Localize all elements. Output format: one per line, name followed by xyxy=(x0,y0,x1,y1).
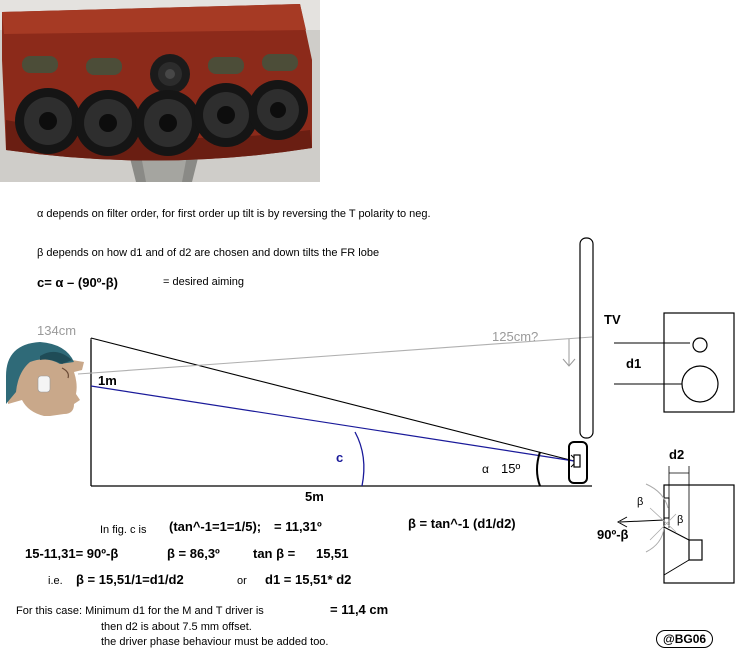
line-1m xyxy=(90,385,575,462)
calc-line3-ie: i.e. xyxy=(48,575,63,587)
case-value: = 11,4 cm xyxy=(330,602,389,617)
case-line-b: then d2 is about 7.5 mm offset. xyxy=(101,621,252,633)
angle-c-arc xyxy=(354,431,365,487)
speaker-box xyxy=(568,441,588,484)
alpha-note: α depends on filter order, for first ord… xyxy=(37,208,431,220)
label-alpha: α xyxy=(482,462,489,476)
label-90-minus-beta: 90º-β xyxy=(597,527,629,542)
line-134cm xyxy=(90,337,575,462)
label-1m: 1m xyxy=(98,373,117,388)
c-description: = desired aiming xyxy=(163,276,245,288)
speaker-photo xyxy=(0,0,320,182)
speaker-front-view xyxy=(614,312,735,413)
label-134cm: 134cm xyxy=(37,323,77,338)
label-beta-upper: β xyxy=(637,496,644,508)
calc-line2-d: 15,51 xyxy=(316,546,349,561)
calc-line2-b: β = 86,3º xyxy=(167,546,220,561)
calc-fig-text: In fig. c is xyxy=(100,524,147,536)
case-line-a: For this case: Minimum d1 for the M and … xyxy=(16,605,264,617)
label-125cm: 125cm? xyxy=(492,329,539,344)
line-125cm xyxy=(77,336,593,375)
c-formula: c= α – (90º-β) xyxy=(37,275,119,290)
label-5m: 5m xyxy=(305,489,324,504)
calc-line3-b: d1 = 15,51* d2 xyxy=(265,572,352,587)
calc-line3-or: or xyxy=(237,575,247,587)
calc-line2-a: 15-11,31= 90º-β xyxy=(25,546,119,561)
tv-screen xyxy=(579,237,594,439)
calc-fig-result: = 11,31º xyxy=(274,519,322,534)
calc-fig-expr: (tan^-1=1=1/5); xyxy=(169,519,262,534)
angle-15-arc xyxy=(536,451,541,487)
label-c: c xyxy=(336,450,344,465)
label-tv: TV xyxy=(604,312,621,327)
label-15: 15º xyxy=(501,461,521,476)
calc-line2-c: tan β = xyxy=(253,546,296,561)
label-d2: d2 xyxy=(669,447,685,462)
label-d1: d1 xyxy=(626,356,642,371)
calc-beta-formula: β = tan^-1 (d1/d2) xyxy=(408,516,516,531)
label-beta-lower: β xyxy=(677,514,684,526)
credit-badge: @BG06 xyxy=(656,630,714,648)
listener-head xyxy=(6,342,84,416)
case-line-c: the driver phase behaviour must be added… xyxy=(101,636,329,648)
speaker-side-view xyxy=(616,466,735,584)
beta-note: β depends on how d1 and of d2 are chosen… xyxy=(37,247,380,259)
calc-line3-a: β = 15,51/1=d1/d2 xyxy=(76,572,184,587)
